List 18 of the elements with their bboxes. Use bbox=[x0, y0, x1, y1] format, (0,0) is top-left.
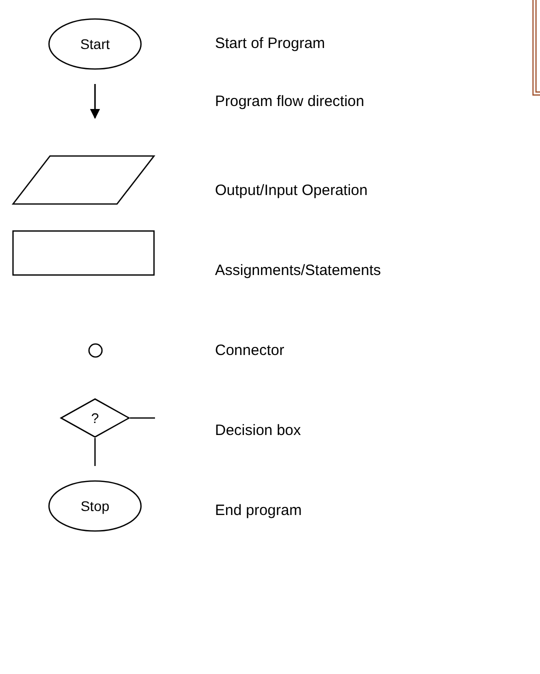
process-rectangle bbox=[12, 230, 155, 276]
terminal-oval bbox=[48, 480, 142, 532]
symbol-description: End program bbox=[215, 502, 302, 519]
input-output-parallelogram bbox=[12, 155, 155, 205]
symbol-description: Connector bbox=[215, 342, 284, 359]
connector-line bbox=[94, 438, 96, 466]
symbol-description: Decision box bbox=[215, 422, 301, 439]
symbol-description: Assignments/Statements bbox=[215, 262, 381, 279]
symbol-description: Output/Input Operation bbox=[215, 182, 368, 199]
decision-diamond bbox=[60, 398, 130, 438]
symbol-description: Start of Program bbox=[215, 35, 326, 52]
symbol-label: Start bbox=[80, 36, 110, 52]
symbol-label: ? bbox=[91, 410, 99, 426]
connector-circle bbox=[88, 343, 103, 358]
connector-line bbox=[130, 417, 155, 419]
symbol-label: Stop bbox=[80, 498, 110, 514]
symbol-description: Program flow direction bbox=[215, 93, 364, 110]
terminal-oval bbox=[48, 18, 142, 70]
